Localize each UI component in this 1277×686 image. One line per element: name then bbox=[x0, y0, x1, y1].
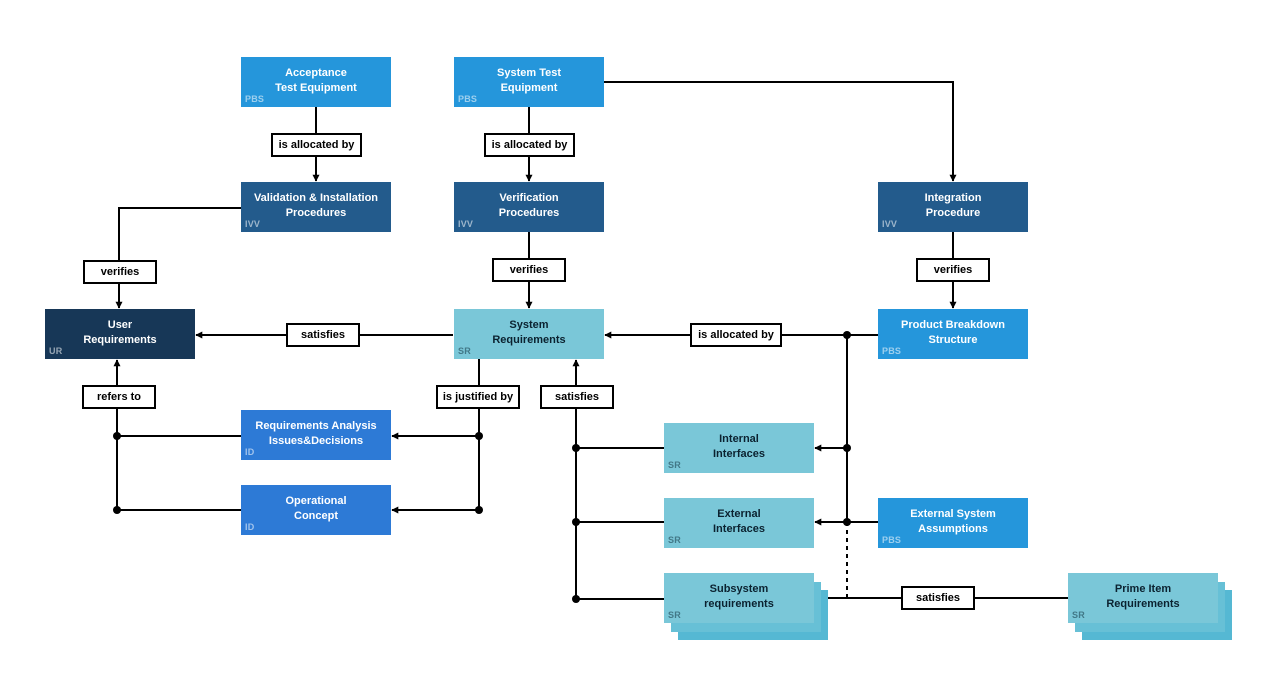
node-type-tag: IVV bbox=[458, 219, 474, 229]
node-type-tag: UR bbox=[49, 346, 63, 356]
node-subsystem-requirements[interactable]: Subsystem requirements SR bbox=[664, 573, 814, 623]
node-label: User Requirements bbox=[83, 319, 157, 346]
relation-label-is-allocated-by: is allocated by bbox=[271, 133, 362, 157]
junction-dot bbox=[475, 506, 483, 514]
node-type-tag: IVV bbox=[882, 219, 898, 229]
junction-dot bbox=[843, 331, 851, 339]
node-label: Operational Concept bbox=[285, 495, 347, 522]
node-label: Internal Interfaces bbox=[713, 433, 765, 460]
node-operational-concept[interactable]: Operational Concept ID bbox=[241, 485, 391, 535]
node-type-tag: PBS bbox=[882, 535, 902, 545]
node-system-requirements[interactable]: System Requirements SR bbox=[454, 309, 604, 359]
node-requirements-analysis[interactable]: Requirements Analysis Issues&Decisions I… bbox=[241, 410, 391, 460]
edge-refers-bus bbox=[116, 435, 241, 511]
junction-dot bbox=[572, 518, 580, 526]
relation-label-is-justified-by: is justified by bbox=[436, 385, 520, 409]
node-label: System Requirements bbox=[492, 319, 566, 346]
node-label: Acceptance Test Equipment bbox=[275, 67, 357, 94]
node-external-system-assumptions[interactable]: External System Assumptions PBS bbox=[878, 498, 1028, 548]
node-label: System Test Equipment bbox=[497, 67, 561, 94]
node-system-test-equipment[interactable]: System Test Equipment PBS bbox=[454, 57, 604, 107]
relation-label-verifies: verifies bbox=[916, 258, 990, 282]
node-prime-item-requirements[interactable]: Prime Item Requirements SR bbox=[1068, 573, 1218, 623]
node-type-tag: PBS bbox=[458, 94, 478, 104]
node-type-tag: SR bbox=[668, 610, 681, 620]
node-label: Prime Item Requirements bbox=[1106, 583, 1180, 610]
node-type-tag: SR bbox=[1072, 610, 1085, 620]
relation-label-refers-to: refers to bbox=[82, 385, 156, 409]
node-user-requirements[interactable]: User Requirements UR bbox=[45, 309, 195, 359]
junction-dot bbox=[475, 432, 483, 440]
junction-dot bbox=[843, 518, 851, 526]
node-acceptance-test-equipment[interactable]: Acceptance Test Equipment PBS bbox=[241, 57, 391, 107]
node-type-tag: SR bbox=[668, 460, 681, 470]
relation-label-satisfies: satisfies bbox=[901, 586, 975, 610]
node-external-interfaces[interactable]: External Interfaces SR bbox=[664, 498, 814, 548]
relation-label-verifies: verifies bbox=[83, 260, 157, 284]
node-integration-procedure[interactable]: Integration Procedure IVV bbox=[878, 182, 1028, 232]
node-validation-installation-procedures[interactable]: Validation & Installation Procedures IVV bbox=[241, 182, 391, 232]
node-type-tag: IVV bbox=[245, 219, 261, 229]
relation-label-verifies: verifies bbox=[492, 258, 566, 282]
node-type-tag: PBS bbox=[882, 346, 902, 356]
node-label: Subsystem requirements bbox=[704, 583, 774, 610]
junction-dot bbox=[113, 432, 121, 440]
edge-systemtest-to-integration bbox=[604, 81, 957, 182]
relation-label-is-allocated-by: is allocated by bbox=[690, 323, 782, 347]
node-internal-interfaces[interactable]: Internal Interfaces SR bbox=[664, 423, 814, 473]
junction-dot bbox=[572, 595, 580, 603]
node-type-tag: ID bbox=[245, 447, 255, 457]
node-label: Validation & Installation Procedures bbox=[253, 192, 379, 219]
node-label: Product Breakdown Structure bbox=[901, 319, 1005, 346]
node-label: Integration Procedure bbox=[924, 192, 982, 219]
junction-dot bbox=[572, 444, 580, 452]
node-label: Requirements Analysis Issues&Decisions bbox=[255, 420, 377, 447]
node-type-tag: SR bbox=[458, 346, 471, 356]
node-verification-procedures[interactable]: Verification Procedures IVV bbox=[454, 182, 604, 232]
node-label: Verification Procedures bbox=[498, 192, 560, 219]
junction-dot bbox=[843, 444, 851, 452]
relation-label-satisfies: satisfies bbox=[286, 323, 360, 347]
node-type-tag: PBS bbox=[245, 94, 265, 104]
node-label: External System Assumptions bbox=[910, 508, 996, 535]
node-type-tag: SR bbox=[668, 535, 681, 545]
relation-label-is-allocated-by: is allocated by bbox=[484, 133, 575, 157]
node-product-breakdown-structure[interactable]: Product Breakdown Structure PBS bbox=[878, 309, 1028, 359]
node-label: External Interfaces bbox=[713, 508, 765, 535]
node-type-tag: ID bbox=[245, 522, 255, 532]
junction-dot bbox=[113, 506, 121, 514]
relation-label-satisfies: satisfies bbox=[540, 385, 614, 409]
edge-validation-to-user-req bbox=[115, 207, 241, 309]
